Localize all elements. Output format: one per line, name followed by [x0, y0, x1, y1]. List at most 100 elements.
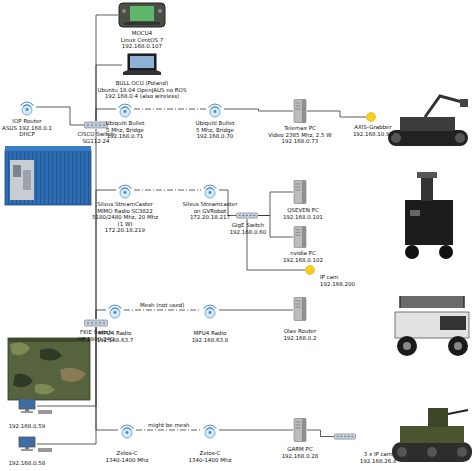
telemax-robot	[388, 96, 468, 146]
device-detail: 192.168.0.28	[282, 453, 319, 460]
device-icon	[293, 418, 307, 442]
device-detail: on GVRobot	[183, 208, 238, 215]
device-label: AXIS-Grabber192.168.10.90	[353, 124, 393, 137]
device-label: Zelos-C1340-1400 Mhz	[106, 450, 149, 463]
network-device: 192.168.0.59	[17, 398, 37, 414]
wireless-link	[134, 190, 201, 191]
device-detail: 5180/2480 Mhz, 20 Mhz	[92, 214, 158, 221]
network-device: MPU4 Radio192.168.63.7	[106, 301, 124, 319]
wireless-link	[124, 310, 201, 311]
network-device: GigE Switch192.168.0.60	[236, 212, 258, 219]
device-label: MPU4 Radio192.168.63.7	[97, 330, 134, 343]
device-detail: 192.168.63.7	[97, 337, 134, 344]
network-cable	[307, 430, 334, 437]
device-label: Zelos-C1340-1400 Mhz	[189, 450, 232, 463]
device-detail: 172.20.18.217	[183, 214, 238, 221]
device-label: BULL OCU (Poland)Ubuntu 18.04 OpenJAUS n…	[98, 80, 187, 100]
device-detail: Linux CentOS 7	[121, 37, 164, 44]
device-name: MPU4 Radio	[192, 330, 229, 337]
device-detail: 192.168.63.8	[192, 337, 229, 344]
device-detail: 192.168.0.71	[106, 133, 145, 140]
device-name: Ubiquiti Bullet	[106, 120, 145, 127]
device-detail: 192.168.0.60	[230, 229, 267, 236]
device-name: IOP Router	[2, 118, 52, 125]
network-device: QSEVEN PC192.168.0.101	[293, 180, 307, 204]
network-cable	[96, 310, 106, 319]
device-name: 192.168.0.58	[9, 460, 46, 467]
device-detail: (1 W)	[92, 221, 158, 228]
network-device: CISCO SwitchSG112-24	[84, 121, 108, 129]
network-device: 192.168.0.58	[17, 436, 37, 452]
device-label: MPU4 Radio192.168.63.8	[192, 330, 229, 343]
device-name: Silvus StreamCaster	[92, 201, 158, 208]
device-detail: 192.168.10.90	[353, 131, 393, 138]
device-detail: 192.168.0.2	[283, 335, 316, 342]
device-label: 3 x IP cam192.168.26.x	[360, 451, 397, 464]
network-device: AXIS-Grabber192.168.10.90	[366, 112, 376, 122]
device-label: Olav Router192.168.0.2	[283, 328, 316, 341]
network-device: BULL OCU (Poland)Ubuntu 18.04 OpenJAUS n…	[122, 53, 162, 77]
network-cable	[307, 111, 366, 117]
wireless-link	[134, 109, 206, 110]
network-cable	[219, 310, 293, 311]
device-icon	[17, 398, 37, 414]
device-label: QSEVEN PC192.168.0.101	[283, 207, 323, 220]
device-label: Telemax PCVideo 2385 Mhz, 2.5 W192.168.0…	[268, 125, 331, 145]
device-detail: DHCP	[2, 131, 52, 138]
network-device: Olav Router192.168.0.2	[293, 297, 307, 321]
link-label: Mesh (not used)	[140, 302, 185, 309]
device-label: 192.168.0.59	[9, 423, 46, 430]
network-device: Telemax PCVideo 2385 Mhz, 2.5 W192.168.0…	[293, 99, 307, 123]
device-name: Zelos-C	[189, 450, 232, 457]
device-label: IP cam192.168.200	[320, 274, 355, 287]
blue-container	[5, 146, 91, 205]
device-name: AXIS-Grabber	[353, 124, 393, 131]
device-icon	[118, 2, 166, 28]
network-cable	[96, 65, 122, 121]
device-label: nvidia PC192.168.0.102	[283, 250, 323, 263]
device-label: 192.168.0.58	[9, 460, 46, 467]
device-name: MPU4 Radio	[97, 330, 134, 337]
device-name: IP cam	[320, 274, 355, 281]
device-icon	[293, 99, 307, 123]
link-label: might be mesh	[148, 422, 189, 429]
wireless-link	[136, 430, 201, 431]
device-icon	[293, 226, 307, 248]
network-cable	[37, 327, 96, 444]
device-label: GARM PC192.168.0.28	[282, 446, 319, 459]
device-icon	[334, 433, 356, 440]
device-icon	[118, 421, 136, 439]
device-name: Olav Router	[283, 328, 316, 335]
device-icon	[201, 421, 219, 439]
device-name: 3 x IP cam	[360, 451, 397, 458]
device-icon	[116, 181, 134, 199]
device-detail: 192.168.200	[320, 281, 355, 288]
gvrobot	[405, 172, 453, 259]
network-cable	[36, 107, 84, 125]
device-name: GigE Switch	[230, 222, 267, 229]
network-device: MPU4 Radio192.168.63.8	[201, 301, 219, 319]
device-name: Zelos-C	[106, 450, 149, 457]
device-detail: Ubuntu 18.04 OpenJAUS no ROS	[98, 87, 187, 94]
device-icon	[366, 112, 376, 122]
device-icon	[106, 301, 124, 319]
device-icon	[293, 297, 307, 321]
device-icon	[17, 436, 37, 452]
network-device: Zelos-C1340-1400 Mhz	[201, 421, 219, 439]
network-device: IP cam192.168.200	[305, 265, 315, 275]
device-label: Silvus StreamCasterMIMO Radio SC38225180…	[92, 201, 158, 234]
device-label: Ubiquiti Bullet5 Mhz, Bridge192.168.0.71	[106, 120, 145, 140]
device-name: 192.168.0.59	[9, 423, 46, 430]
network-device: Zelos-C1340-1400 Mhz	[118, 421, 136, 439]
garm-robot	[392, 408, 472, 462]
network-cable	[224, 109, 293, 111]
network-device: Ubiquiti Bullet5 Mhz, Bridge192.168.0.71	[116, 100, 134, 118]
network-device: Silvus StreamCasterMIMO Radio SC38225180…	[116, 181, 134, 199]
device-detail: 1340-1400 Mhz	[189, 457, 232, 464]
device-icon	[84, 121, 108, 129]
device-icon	[84, 319, 108, 327]
network-cable	[96, 109, 116, 121]
